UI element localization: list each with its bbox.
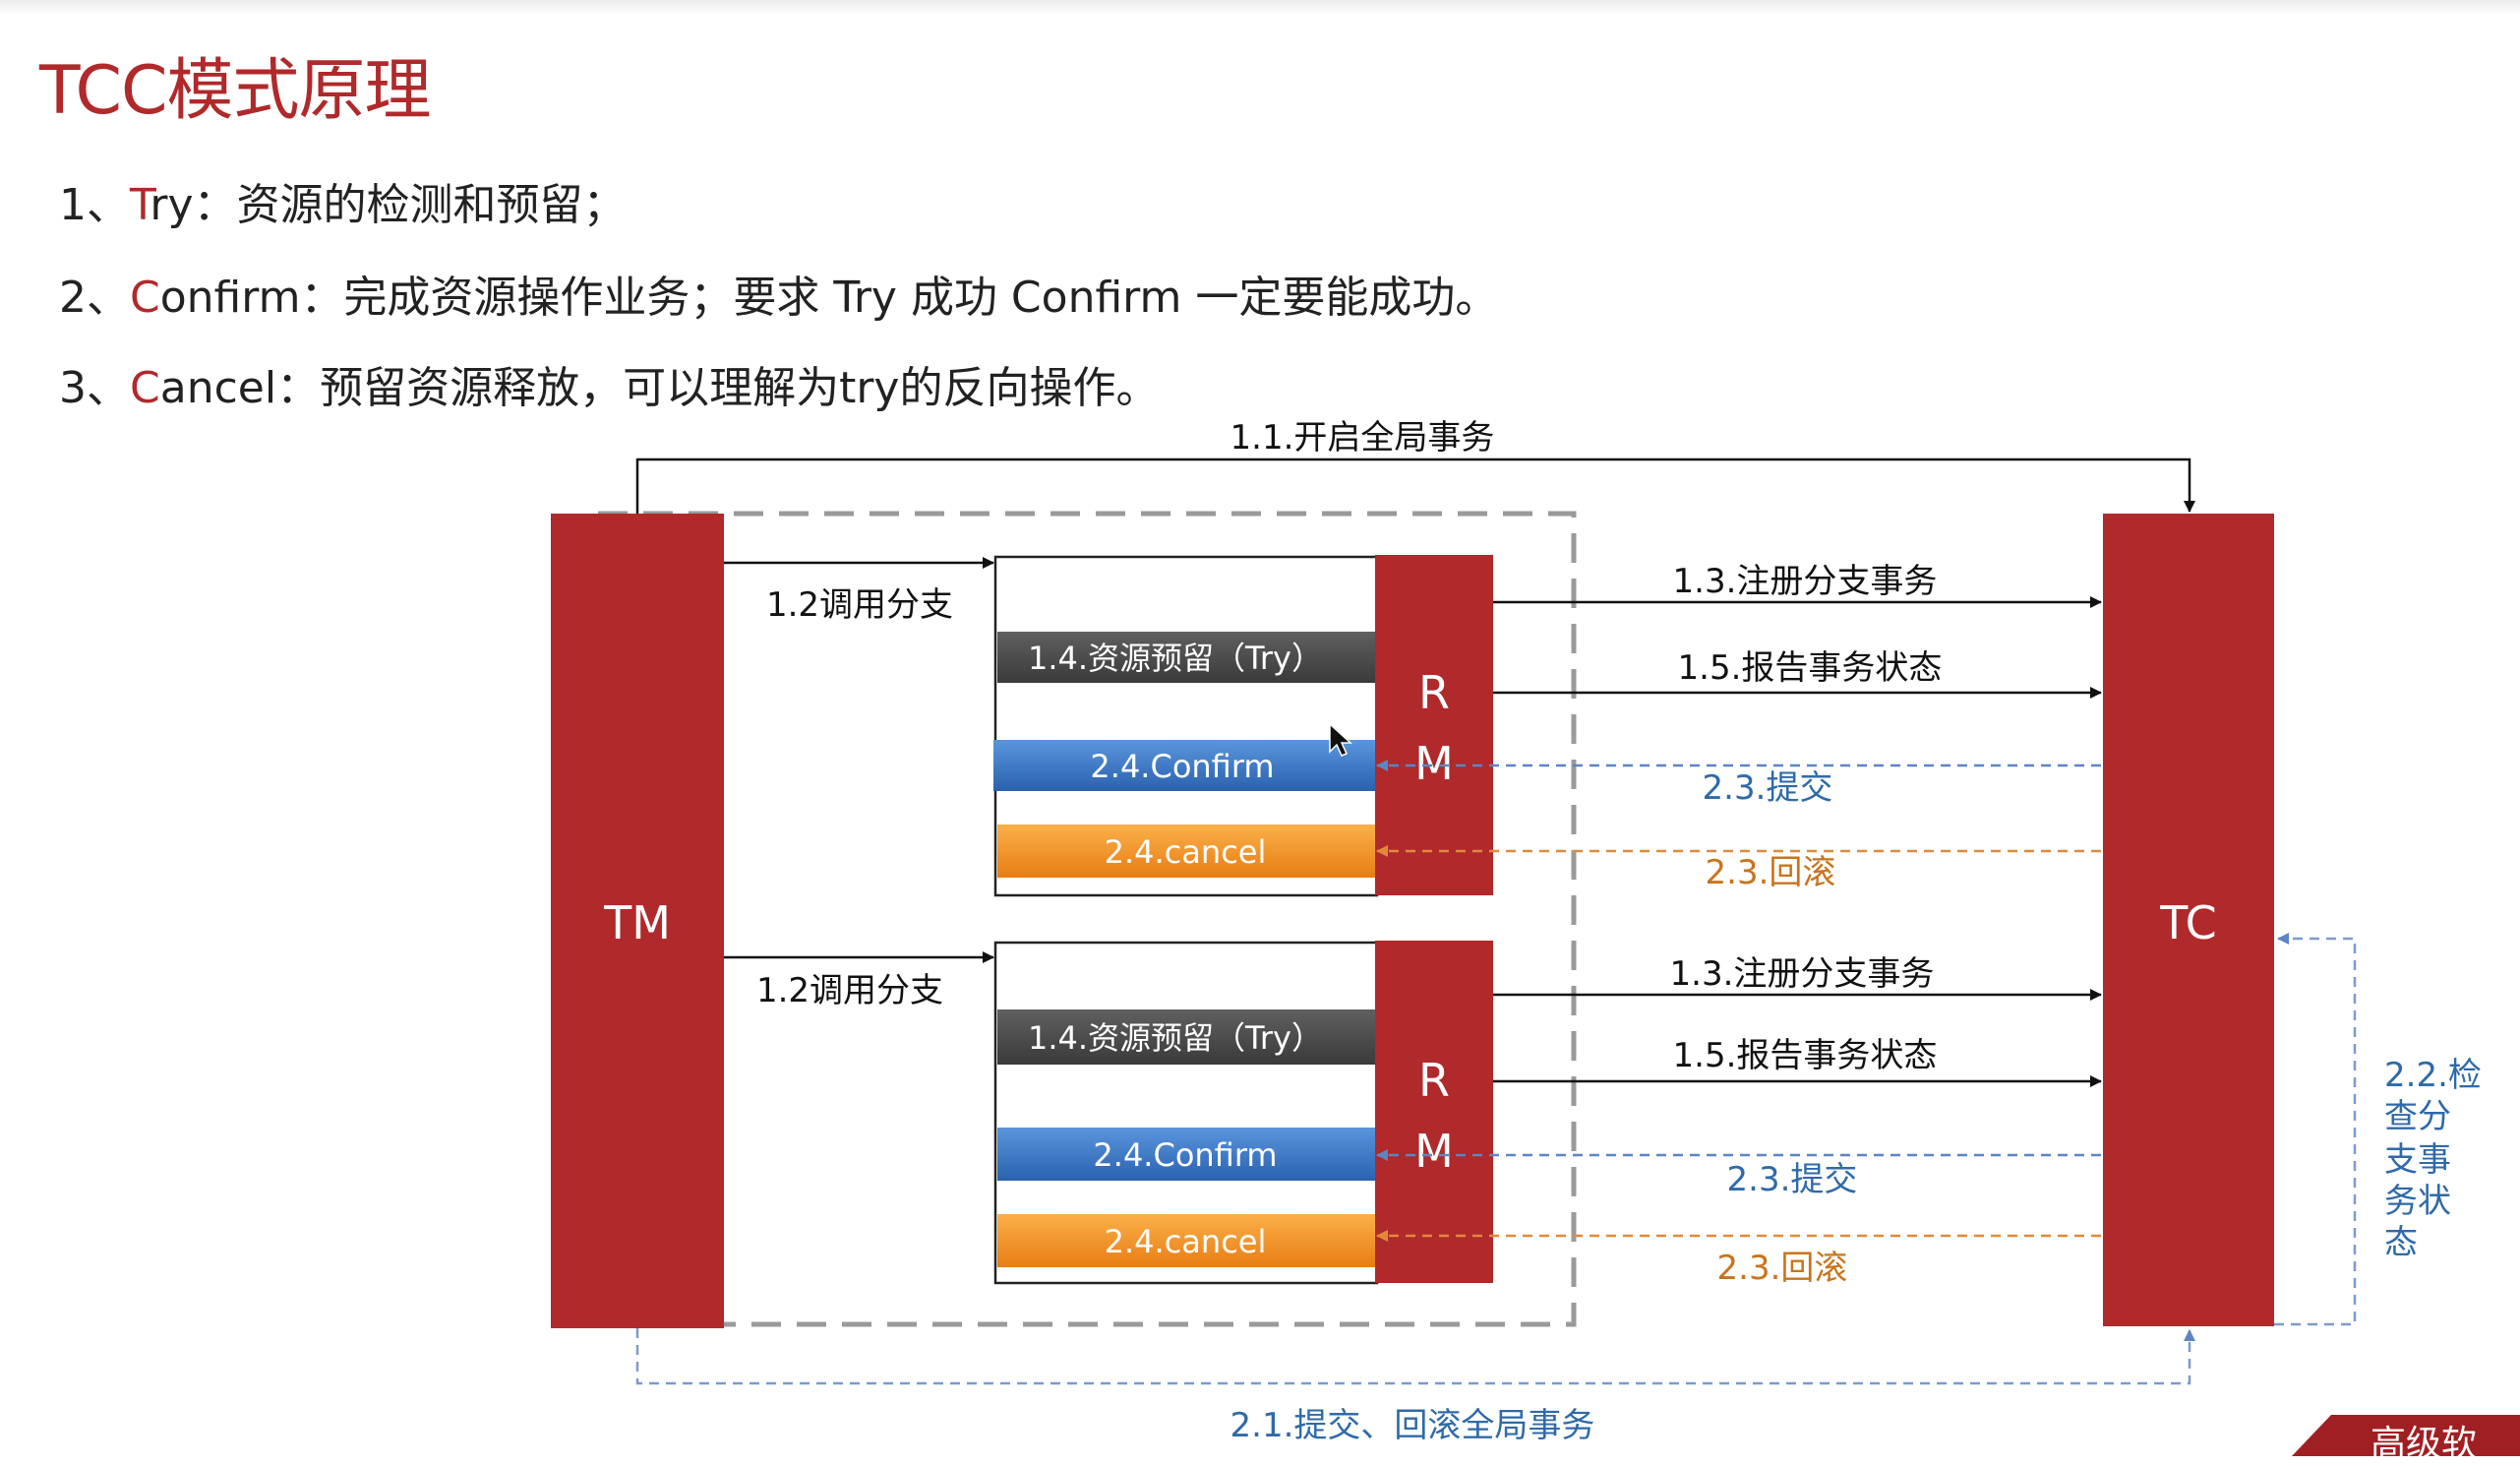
keyword-first-letter: T (130, 180, 150, 230)
list-text: ：预留资源释放，可以理解为try的反向操作。 (276, 363, 1160, 413)
page-title: TCC模式原理 (39, 52, 432, 130)
list-item-try: 1、Try：资源的检测和预留； (59, 169, 627, 232)
cancel-bar-2 (997, 1214, 1375, 1267)
global-commit-line (635, 1328, 2195, 1385)
cancel-label-1: 2.4.cancel (1105, 833, 1267, 871)
top-bar (0, 0, 2520, 16)
keyword-rest: onfirm (159, 273, 301, 323)
mouse-cursor-icon (1329, 722, 1352, 757)
try-bar-1 (997, 632, 1375, 683)
commit-label-1: 2.3.提交 (1703, 768, 1833, 808)
call-branch-label-1: 1.2调用分支 (766, 585, 953, 625)
report-label-2: 1.5.报告事务状态 (1673, 1036, 1938, 1075)
corner-brand: 高级软 (2292, 1415, 2520, 1456)
rm-box-2 (1375, 941, 1493, 1283)
list-number: 3、 (59, 363, 130, 413)
list-number: 1、 (59, 180, 130, 230)
try-label-1: 1.4.资源预留（Try） (1028, 640, 1323, 677)
keyword-rest: ry (150, 180, 194, 230)
confirm-bar-1 (993, 740, 1375, 791)
check-status-line-2: 查分 (2384, 1097, 2451, 1136)
register-label-2: 1.3.注册分支事务 (1670, 954, 1935, 994)
list-item-cancel: 3、Cancel：预留资源释放，可以理解为try的反向操作。 (59, 352, 1159, 415)
tm-label: TM (603, 896, 671, 949)
list-item-confirm: 2、Confirm：完成资源操作业务；要求 Try 成功 Confirm 一定要… (59, 262, 1498, 325)
tc-box (2103, 514, 2274, 1326)
rm-box-1 (1375, 555, 1493, 895)
register-label-1: 1.3.注册分支事务 (1673, 562, 1938, 601)
keyword-rest: ancel (159, 363, 277, 413)
check-status-label: 2.2.检 查分 支事 务状 态 (2384, 1056, 2492, 1262)
report-label-1: 1.5.报告事务状态 (1678, 648, 1943, 688)
call-branch-label-2: 1.2调用分支 (756, 971, 943, 1010)
rollback-label-2: 2.3.回滚 (1717, 1249, 1848, 1288)
check-status-line-1: 2.2.检 (2384, 1056, 2482, 1095)
try-bar-2 (997, 1009, 1375, 1065)
global-commit-label: 2.1.提交、回滚全局事务 (1230, 1406, 1595, 1445)
open-global-label: 1.1.开启全局事务 (1230, 418, 1495, 458)
confirm-label-2: 2.4.Confirm (1093, 1136, 1277, 1174)
rm-label-r-2: R (1418, 1054, 1450, 1107)
confirm-label-1: 2.4.Confirm (1090, 748, 1274, 785)
rm-label-m-2: M (1414, 1125, 1454, 1178)
rm-label-r-1: R (1418, 666, 1450, 719)
list-number: 2、 (59, 273, 130, 323)
tc-label: TC (2159, 896, 2217, 949)
rollback-label-1: 2.3.回滚 (1706, 853, 1836, 892)
list-text: ：完成资源操作业务；要求 Try 成功 Confirm 一定要能成功。 (300, 273, 1499, 323)
corner-brand-text: 高级软 (2370, 1424, 2478, 1464)
keyword-first-letter: C (130, 273, 160, 323)
commit-label-2: 2.3.提交 (1727, 1160, 1858, 1199)
list-text: ：资源的检测和预留； (193, 180, 627, 230)
open-global-line (635, 458, 2195, 514)
check-status-line-4: 务状 (2384, 1182, 2451, 1221)
try-label-2: 1.4.资源预留（Try） (1028, 1019, 1323, 1057)
tm-box (551, 514, 724, 1328)
cancel-label-2: 2.4.cancel (1105, 1223, 1267, 1260)
rm-label-m-1: M (1414, 737, 1454, 790)
check-status-loop (2274, 933, 2357, 1326)
confirm-bar-2 (997, 1128, 1375, 1181)
check-status-line-3: 支事 (2384, 1140, 2451, 1180)
keyword-first-letter: C (130, 363, 160, 413)
cancel-bar-1 (997, 825, 1375, 878)
check-status-line-5: 态 (2384, 1223, 2418, 1262)
